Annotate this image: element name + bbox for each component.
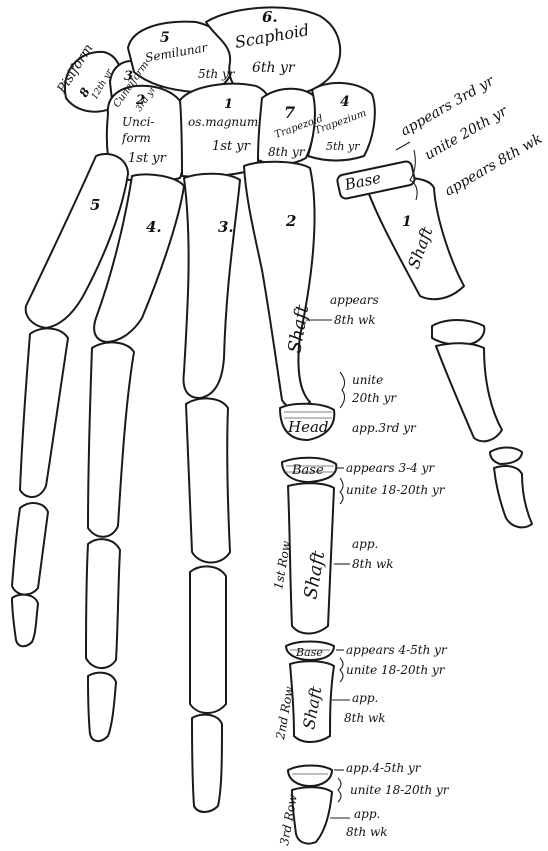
phalanx-2-app-label: app. <box>352 691 378 705</box>
semilunar-time: 5th yr <box>198 67 236 81</box>
phalanx-1-app-time: 8th wk <box>352 557 394 571</box>
little-distal-phalanx <box>12 595 38 647</box>
os-magnum-name: os.magnum <box>188 115 258 129</box>
scaphoid-num: 6. <box>262 8 278 26</box>
middle-proximal-phalanx <box>186 398 230 562</box>
thumb-distal-base-epiphysis <box>490 448 522 465</box>
trapezoid-num: 7 <box>284 103 295 122</box>
thumb-appears-line <box>396 142 410 150</box>
phalanx-1-unite-label: unite 18-20th yr <box>346 483 446 497</box>
os-magnum-time: 1st yr <box>212 139 251 154</box>
thumb-distal-phalanx <box>494 466 532 527</box>
middle-middle-phalanx <box>190 566 226 713</box>
ring-proximal-phalanx <box>88 342 134 536</box>
little-proximal-phalanx <box>20 328 68 497</box>
second-unite-time: 20th yr <box>351 391 397 405</box>
semilunar-num: 5 <box>160 30 170 46</box>
phalanx-1-app-label: app. <box>352 537 378 551</box>
trapezium-num: 4 <box>340 94 350 110</box>
phalanx-3-unite-label: unite 18-20th yr <box>350 783 450 797</box>
second-appears-time: 8th wk <box>334 313 376 327</box>
unciform-num: 2 <box>135 93 145 108</box>
second-unite-label: unite <box>352 373 383 387</box>
phalanx-3-app-time: 8th wk <box>346 825 388 839</box>
metacarpal-3-num: 3. <box>218 218 234 236</box>
phalanx-1-base-label: Base <box>291 463 324 478</box>
unciform-time: 1st yr <box>128 151 167 166</box>
phalanx-2-base-label: Base <box>295 646 323 659</box>
thumb-proximal-base-epiphysis <box>432 320 484 345</box>
middle-distal-phalanx <box>192 715 222 812</box>
phalanx-2-unite-label: unite 18-20th yr <box>346 663 446 677</box>
scaphoid-time: 6th yr <box>252 60 296 76</box>
os-magnum-num: 1 <box>224 97 233 112</box>
unciform-name1: Unci- <box>122 115 154 129</box>
thumb-metacarpal-num: 1 <box>402 214 412 230</box>
head-app-label: app.3rd yr <box>352 421 417 435</box>
trapezium-time: 5th yr <box>326 140 360 153</box>
second-unite-brace <box>340 372 345 408</box>
phalanx-2-unite-brace <box>340 658 343 682</box>
phalanx-3-app-label: app. <box>354 807 380 821</box>
metacarpal-2 <box>244 162 315 409</box>
phalanx-3-unite-brace <box>338 778 341 802</box>
metacarpal-3 <box>184 174 240 398</box>
head-label: Head <box>287 418 329 436</box>
metacarpal-4-num: 4. <box>146 218 162 236</box>
phalanx-3-base-epiphysis <box>288 766 332 787</box>
ring-middle-phalanx <box>86 539 120 668</box>
phalanx-1-unite-brace <box>340 478 343 504</box>
finger-phalanges <box>12 320 532 812</box>
phalanx-2-appears-label: appears 4-5th yr <box>346 643 448 657</box>
trapezoid-time: 8th yr <box>268 145 306 159</box>
phalanx-1-appears-label: appears 3-4 yr <box>346 461 435 475</box>
metacarpal-5-num: 5 <box>90 196 100 214</box>
ring-distal-phalanx <box>88 673 116 741</box>
phalanx-2-app-time: 8th wk <box>344 711 386 725</box>
thumb-proximal-phalanx <box>436 343 502 441</box>
phalanx-3-appears-label: app.4-5th yr <box>346 761 422 775</box>
little-middle-phalanx <box>12 503 48 595</box>
second-appears-label: appears <box>330 293 379 307</box>
metacarpal-2-num: 2 <box>285 212 296 230</box>
unciform-name2: form <box>121 131 151 145</box>
